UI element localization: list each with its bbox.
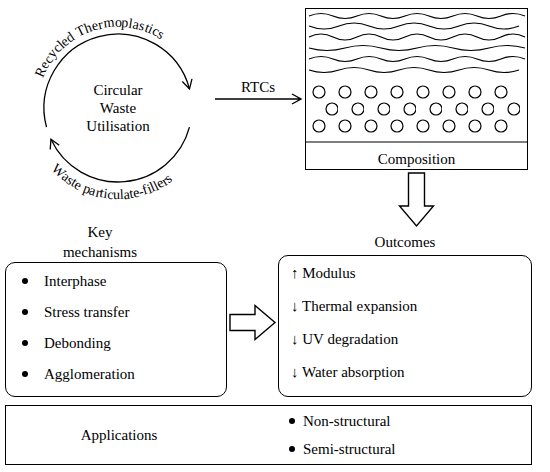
bullet-dot xyxy=(289,446,295,452)
box-outline: ↑ Modulus ↓ Thermal expansion ↓ UV degrada… xyxy=(278,255,532,397)
list-item: Debonding xyxy=(44,334,111,352)
glyph: o xyxy=(114,16,121,30)
arc-label: Waste particulate-fillers xyxy=(22,12,214,204)
divider-line xyxy=(305,141,528,142)
fibre-line xyxy=(309,14,525,19)
caption: Composition xyxy=(306,150,527,168)
heading: Outcomes xyxy=(278,232,532,252)
fibre-line xyxy=(309,57,525,62)
bullet-dot xyxy=(22,340,28,346)
list-item: ↓ Water absorption xyxy=(291,363,405,381)
glyph: m xyxy=(102,16,114,31)
arrow-head xyxy=(182,79,192,89)
list-item: ↓ Thermal expansion xyxy=(291,297,417,315)
rounded-box: InterphaseStress transferDebondingAgglom… xyxy=(5,222,227,397)
rect-box: Applications Non-structuralSemi-structura… xyxy=(5,405,532,465)
bullet-dot xyxy=(22,278,28,284)
list-item: Non-structural xyxy=(303,412,390,430)
center-label: Circular Waste Utilisation xyxy=(75,81,161,135)
list-item: ↑ Modulus xyxy=(291,264,356,282)
list-item: Interphase xyxy=(44,272,106,290)
fibre-line xyxy=(309,23,519,29)
fibre-line xyxy=(309,34,525,40)
edge-label: RTCs xyxy=(241,78,275,96)
heading: Key mechanisms xyxy=(55,222,145,262)
particle-field xyxy=(312,84,520,134)
connector-arrow xyxy=(400,173,434,226)
rect-box: Composition xyxy=(305,8,528,170)
cycle-circle: Recycled ThermoplasticsCircular Waste Ut… xyxy=(22,12,214,204)
list-item: Stress transfer xyxy=(44,303,129,321)
bullet-dot xyxy=(22,309,28,315)
list-item: Semi-structural xyxy=(303,440,395,458)
arrow-head xyxy=(50,139,59,149)
list-item: Agglomeration xyxy=(44,365,135,383)
bullet-dot xyxy=(289,418,295,424)
fibre-line xyxy=(309,68,519,73)
list-item: ↓ UV degradation xyxy=(291,330,398,348)
heading: Applications xyxy=(6,426,232,444)
fibre-line xyxy=(309,46,525,51)
bullet-dot xyxy=(22,371,28,377)
box-outline: InterphaseStress transferDebondingAgglom… xyxy=(5,262,227,397)
glyph: u xyxy=(113,188,120,202)
connector-arrow xyxy=(215,94,301,104)
connector-arrow xyxy=(230,306,275,340)
rounded-box: ↑ Modulus ↓ Thermal expansion ↓ UV degrada… xyxy=(278,228,532,397)
glyph: c xyxy=(107,187,114,201)
